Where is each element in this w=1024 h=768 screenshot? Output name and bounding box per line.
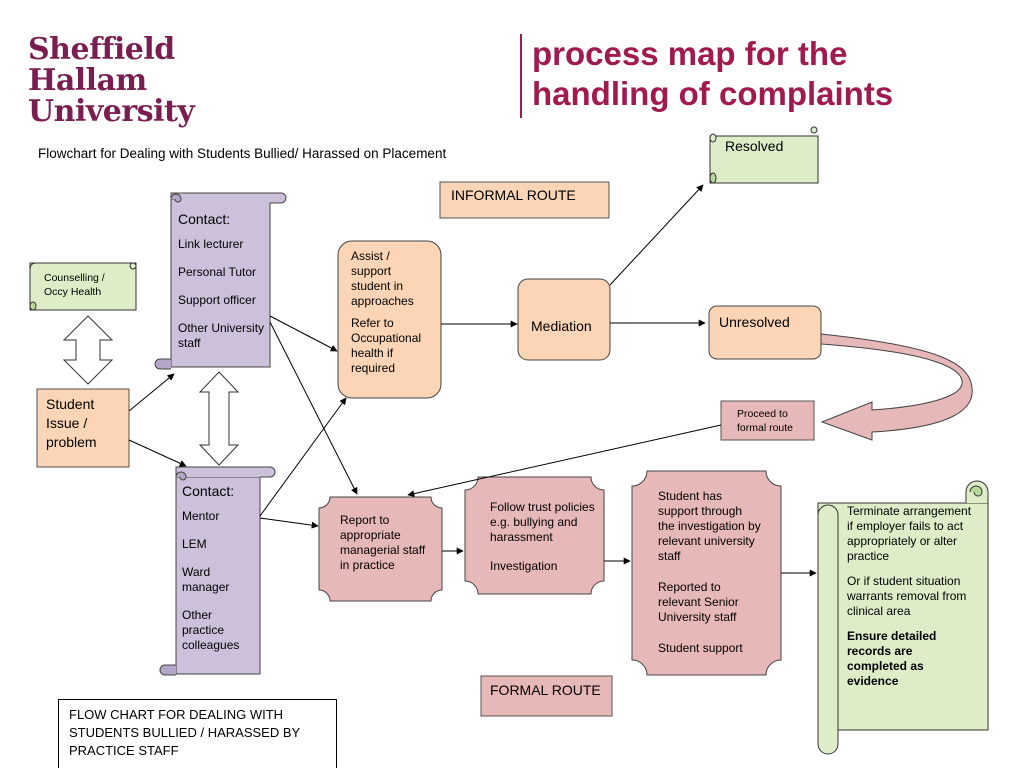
title-line-1: process map for the <box>532 35 848 72</box>
counselling-line-2: Occy Health <box>44 286 102 298</box>
follow-text-1: Follow trust policies e.g. bullying and … <box>490 500 595 544</box>
contact-university-item: Other University staff <box>178 321 265 350</box>
terminate-scroll-shape <box>817 480 989 755</box>
contact-practice-item: Mentor <box>182 509 220 523</box>
counselling-scroll-shape <box>29 262 137 311</box>
informal-route-label: INFORMAL ROUTE <box>451 187 576 203</box>
page-title: process map for the handling of complain… <box>532 34 893 114</box>
contact-university-item: Link lecturer <box>178 237 244 251</box>
flowchart-subtitle: Flowchart for Dealing with Students Bull… <box>38 146 447 161</box>
follow-node: Follow trust policies e.g. bullying and … <box>490 500 595 581</box>
contact-practice-heading: Contact: <box>182 483 235 499</box>
title-divider <box>520 34 522 118</box>
student-issue-box-shape <box>36 388 130 468</box>
student-issue-line-3: problem <box>46 434 97 450</box>
contact-university-heading: Contact: <box>178 211 231 227</box>
title-line-2: handling of complaints <box>532 75 894 112</box>
report-node: Report to appropriate managerial staff i… <box>340 513 426 572</box>
terminate-text-3: Ensure detailed records are completed as… <box>847 629 937 688</box>
mediation-node: Mediation <box>531 318 592 334</box>
contact-practice-scroll-shape <box>159 466 276 676</box>
follow-box-shape <box>464 476 605 595</box>
footer-caption: FLOW CHART FOR DEALING WITH STUDENTS BUL… <box>58 699 337 768</box>
contact-university-item: Support officer <box>178 293 256 307</box>
student-support-text-1: Student has support through the investig… <box>658 489 761 563</box>
arrow-contact-practice-to-assist <box>259 397 347 517</box>
proceed-box-shape <box>720 400 815 441</box>
unresolved-node: Unresolved <box>719 314 790 330</box>
contact-practice-item: Ward manager <box>182 565 230 594</box>
proceed-node: Proceed to formal route <box>737 408 794 434</box>
follow-text-2: Investigation <box>490 559 558 573</box>
contact-practice-item: LEM <box>182 537 207 551</box>
terminate-text-2: Or if student situation warrants removal… <box>847 574 967 618</box>
report-box-shape <box>318 496 443 602</box>
contact-practice-node: Contact: Mentor LEM Ward manager Other p… <box>182 484 262 653</box>
contact-practice-item: Other practice colleagues <box>182 608 240 652</box>
student-support-text-3: Student support <box>658 641 743 655</box>
double-arrow-contacts <box>198 371 240 466</box>
double-arrow-counselling-student <box>62 315 114 385</box>
student-issue-line-1: Student <box>46 396 95 412</box>
student-issue-node: Student Issue / problem <box>46 395 126 452</box>
terminate-text-1: Terminate arrangement if employer fails … <box>847 504 972 563</box>
terminate-node: Terminate arrangement if employer fails … <box>847 504 975 696</box>
formal-route-label: FORMAL ROUTE <box>490 682 601 698</box>
logo-line-3: University <box>28 94 195 129</box>
student-support-text-2: Reported to relevant Senior University s… <box>658 580 739 624</box>
assist-node: Assist / support student in approaches R… <box>351 249 433 383</box>
assist-text-2: Refer to Occupational health if required <box>351 316 422 375</box>
arrow-contact-practice-to-report <box>259 517 319 529</box>
logo-line-2: Hallam <box>28 63 147 98</box>
logo-line-1: Sheffield <box>28 32 175 67</box>
arrow-contact-university-to-assist <box>269 315 338 352</box>
arrow-proceed-to-report <box>407 424 722 498</box>
counselling-line-1: Counselling / <box>44 272 105 284</box>
curved-arrow-unresolved-proceed <box>820 333 973 441</box>
student-support-box-shape <box>631 470 782 676</box>
arrow-student-to-contact-practice <box>128 439 187 467</box>
arrow-student-to-contact-university <box>128 373 175 412</box>
assist-text-1: Assist / support student in approaches <box>351 249 414 308</box>
student-support-node: Student has support through the investig… <box>658 489 762 663</box>
arrow-contact-university-to-report <box>269 321 358 495</box>
contact-university-item: Personal Tutor <box>178 265 257 279</box>
university-logo: Sheffield Hallam University <box>28 32 195 129</box>
assist-box-shape <box>337 240 442 399</box>
counselling-node: Counselling / Occy Health <box>44 271 134 299</box>
contact-university-scroll-shape <box>154 192 287 370</box>
resolved-scroll-shape <box>709 126 819 184</box>
arrow-mediation-to-resolved <box>609 184 704 286</box>
mediation-box-shape <box>517 278 611 361</box>
resolved-node: Resolved <box>725 138 784 154</box>
contact-university-node: Contact: Link lecturer Personal Tutor Su… <box>178 212 270 351</box>
unresolved-box-shape <box>708 305 822 360</box>
student-issue-line-2: Issue / <box>46 415 88 431</box>
